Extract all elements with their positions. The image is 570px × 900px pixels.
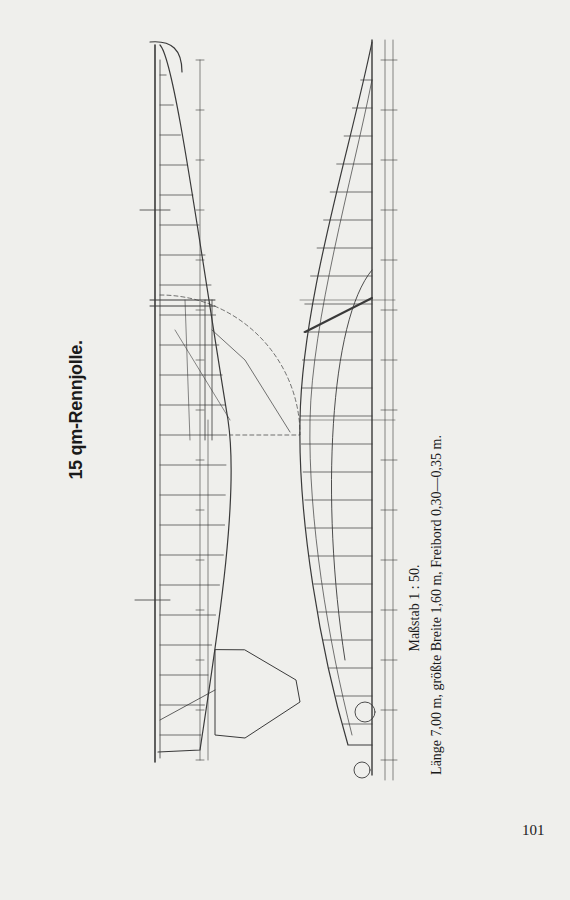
frame-line [330,192,372,193]
frame-line [352,108,372,109]
frame-line [160,195,193,196]
dimension-tick [381,710,397,711]
dimension-tick [381,210,397,211]
profile-view [135,42,300,762]
dimension-tick [196,510,204,511]
frame-line [160,405,225,406]
dimension-tick [196,360,204,361]
dimension-tick [196,460,204,461]
frame-line [160,465,226,466]
frame-line [323,640,372,641]
frame-line [160,315,216,316]
dimension-tick [381,760,397,761]
plan-view [300,40,397,780]
frame-line [336,696,372,697]
frame-line [301,388,372,389]
frame-line [160,255,205,256]
frame-line [301,444,372,445]
frame-line [160,75,166,76]
dimension-tick [196,710,204,711]
dimension-tick [381,610,397,611]
frame-line [329,668,372,669]
frame-line [160,675,208,676]
dimension-tick [381,560,397,561]
frame-line [160,495,225,496]
dimension-tick [196,60,204,61]
dimension-tick [381,460,397,461]
frame-line [300,416,372,417]
dimension-tick [196,160,204,161]
frame-line [343,724,372,725]
dimension-tick [196,560,204,561]
dimension-tick [381,510,397,511]
dimension-tick [196,110,204,111]
frame-line [160,135,180,136]
dimension-tick [196,660,204,661]
dimension-tick [381,260,397,261]
dimension-tick [381,360,397,361]
frame-line [311,276,372,277]
frame-line [160,375,222,376]
scale-caption: Maßstab 1 : 50. [407,564,423,651]
frame-line [309,556,372,557]
frame-line [317,248,372,249]
page-title: 15 qm-Rennjolle. [66,340,87,479]
frame-line [307,528,372,529]
frame-line [160,555,223,556]
frame-line [319,612,372,613]
frame-line [305,500,372,501]
dimension-tick [381,110,397,111]
frame-line [160,285,211,286]
dimension-tick [381,160,397,161]
frame-line [305,304,372,305]
page-number: 101 [522,822,545,839]
dimension-tick [196,610,204,611]
frame-line [160,345,219,346]
frame-line [160,225,199,226]
frame-line [337,164,372,165]
dimension-tick [381,660,397,661]
frame-line [160,585,219,586]
dimension-tick [381,310,397,311]
frame-line [344,136,372,137]
frame-line [314,584,372,585]
dimension-tick [196,210,204,211]
frame-line [160,525,225,526]
dimension-tick [196,410,204,411]
frame-line [160,165,187,166]
dimension-tick [381,410,397,411]
dimension-tick [196,260,204,261]
dimension-tick [381,60,397,61]
frame-line [160,645,212,646]
frame-line [160,615,216,616]
frame-line [303,360,373,361]
frame-line [160,105,173,106]
frame-line [160,435,227,436]
dimensions-caption: Länge 7,00 m, größte Breite 1,60 m, Frei… [429,435,445,775]
frame-line [160,705,204,706]
frame-line [304,332,372,333]
frame-line [361,80,372,81]
frame-line [324,220,372,221]
dimension-tick [196,760,204,761]
frame-line [160,735,201,736]
frame-line [303,472,372,473]
dimension-tick [196,310,204,311]
